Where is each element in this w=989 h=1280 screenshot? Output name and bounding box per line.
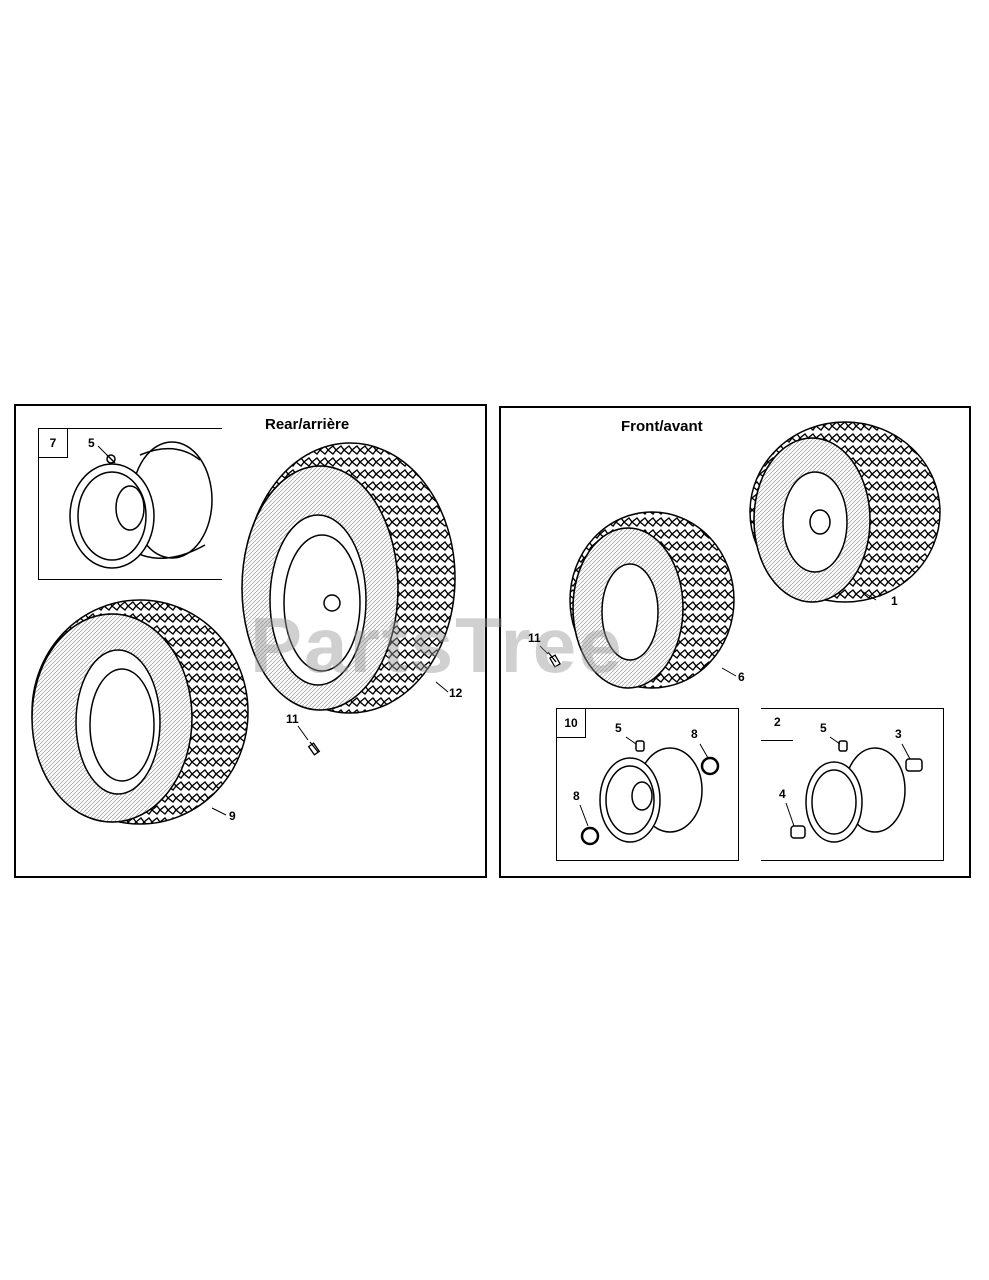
- rear-kit-box: [38, 428, 222, 580]
- callout-front-valve-stem-11: 11: [528, 631, 541, 645]
- callout-front-wheel-1: 1: [891, 594, 898, 608]
- front-kit-2-number-underline: [761, 740, 793, 741]
- callout-front-kit-2-bushing-left: 4: [779, 787, 786, 801]
- rear-valve-stem-11: [307, 741, 321, 756]
- rear-wheel-12: [241, 442, 456, 714]
- callout-front-kit-2-bushing-right: 3: [895, 727, 902, 741]
- front-wheel-6: [569, 511, 735, 689]
- callout-front-kit-2-valve-stem: 5: [820, 721, 827, 735]
- callout-rear-valve-stem-11: 11: [286, 712, 299, 726]
- front-kit-10-rim: [580, 740, 720, 846]
- callout-front-kit-10-bearing-left: 8: [573, 789, 580, 803]
- front-kit-10-number: 10: [556, 708, 586, 738]
- front-kit-box-10: [556, 708, 739, 861]
- front-wheel-1: [749, 421, 941, 603]
- callout-front-wheel-6: 6: [738, 670, 745, 684]
- front-valve-stem-11: [547, 651, 561, 668]
- front-kit-2-rim: [790, 740, 923, 843]
- callout-front-kit-10-bearing-right: 8: [691, 727, 698, 741]
- callout-front-kit-10-valve-stem: 5: [615, 721, 622, 735]
- leader-lines: [97, 445, 911, 827]
- watermark: PartsTree: [250, 601, 624, 689]
- callout-rear-wheel-9: 9: [229, 809, 236, 823]
- rear-wheel-9: [31, 599, 249, 825]
- callout-rear-wheel-12: 12: [449, 686, 463, 700]
- callout-rear-valve-stem-kit: 5: [88, 436, 95, 450]
- rear-panel-title: Rear/arrière: [265, 416, 350, 433]
- rear-kit-rim: [69, 441, 213, 569]
- rear-kit-box-number: 7: [38, 428, 68, 458]
- front-kit-2-number: 2: [774, 715, 781, 729]
- front-panel-title: Front/avant: [621, 418, 703, 435]
- front-kit-box-2: [761, 708, 944, 861]
